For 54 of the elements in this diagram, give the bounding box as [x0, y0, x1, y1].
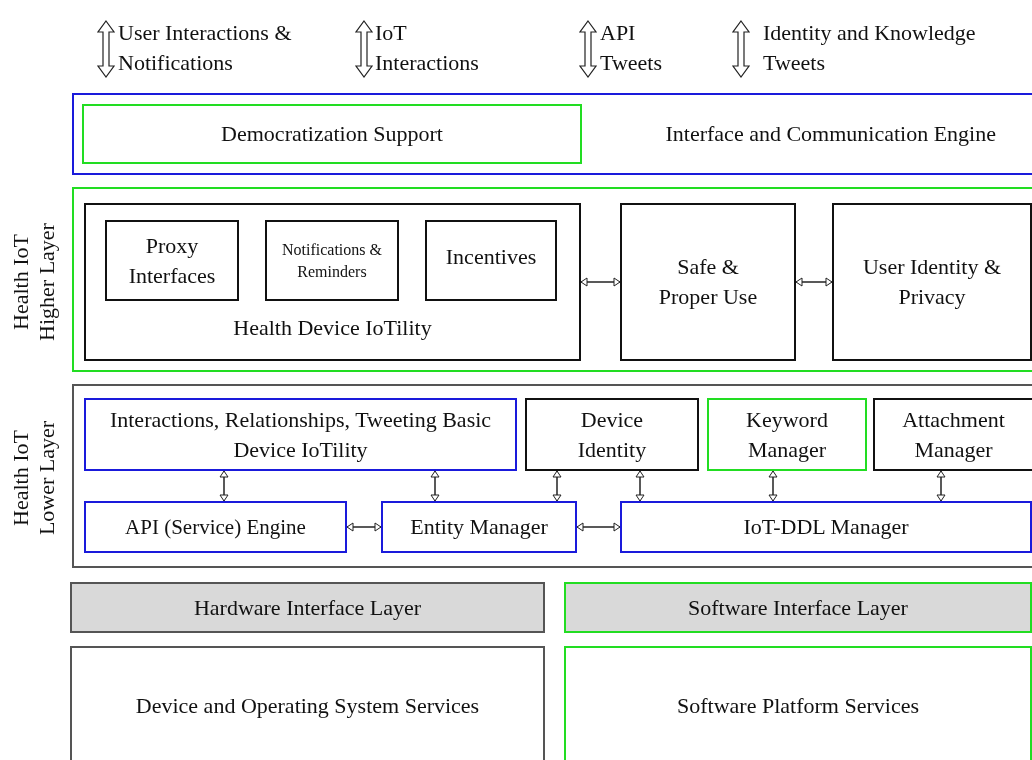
- component-box: [265, 220, 399, 301]
- component-box: [84, 203, 581, 361]
- component-box: [84, 398, 517, 471]
- box-label: Attachment Manager: [901, 405, 1006, 464]
- layer-label: Health IoT Lower Layer: [8, 419, 60, 538]
- layer-bar: [70, 582, 545, 633]
- component-box: [84, 501, 347, 553]
- box-label: Safe & Proper Use: [657, 253, 759, 311]
- double-arrow: [635, 470, 645, 502]
- component-box: [707, 398, 867, 471]
- component-box: [525, 398, 699, 471]
- double-arrow: [346, 522, 382, 532]
- double-arrow: [219, 470, 229, 502]
- double-arrow: [430, 470, 440, 502]
- box-label: Health Device IoTility: [232, 314, 433, 343]
- double-arrow: [795, 277, 833, 287]
- interface-label: API Tweets: [600, 19, 663, 77]
- double-arrow: [936, 470, 946, 502]
- interface-label: IoT Interactions: [375, 19, 480, 77]
- layer-label: Health IoT Higher Layer: [8, 221, 60, 343]
- box-label: Interface and Communication Engine: [664, 120, 997, 149]
- box-label: Proxy Interfaces: [127, 231, 217, 290]
- component-box: [620, 501, 1032, 553]
- service-box: [564, 646, 1032, 760]
- interface-label: Identity and Knowledge Tweets: [763, 19, 977, 77]
- box-label: Software Platform Services: [676, 692, 920, 721]
- double-arrow: [768, 470, 778, 502]
- box-label: Device Identity: [576, 405, 648, 464]
- box-label: Software Interface Layer: [687, 593, 909, 622]
- component-box: [381, 501, 577, 553]
- layer-bar: [564, 582, 1032, 633]
- support-box: [82, 104, 582, 164]
- box-label: API (Service) Engine: [124, 513, 307, 541]
- box-label: IoT-DDL Manager: [742, 513, 910, 542]
- box-label: User Identity & Privacy: [861, 253, 1003, 311]
- component-box: [620, 203, 796, 361]
- box-label: Hardware Interface Layer: [192, 593, 423, 622]
- box-label: Keyword Manager: [745, 405, 829, 464]
- box-label: Democratization Support: [220, 120, 444, 149]
- component-box: [832, 203, 1032, 361]
- interface-label: User Interactions & Notifications: [118, 19, 293, 77]
- double-arrow: [580, 277, 621, 287]
- component-box: [425, 220, 557, 301]
- box-label: Notifications & Reminders: [281, 239, 383, 282]
- box-label: Entity Manager: [409, 513, 549, 542]
- double-arrow: [576, 522, 621, 532]
- double-arrow: [552, 470, 562, 502]
- box-label: Interactions, Relationships, Tweeting Basic Device IoTility: [108, 405, 493, 464]
- box-label: Incentives: [444, 243, 538, 271]
- box-label: Device and Operating System Services: [134, 692, 481, 721]
- component-box: [105, 220, 239, 301]
- engine-panel: [72, 93, 1032, 175]
- service-box: [70, 646, 545, 760]
- component-box: [873, 398, 1032, 471]
